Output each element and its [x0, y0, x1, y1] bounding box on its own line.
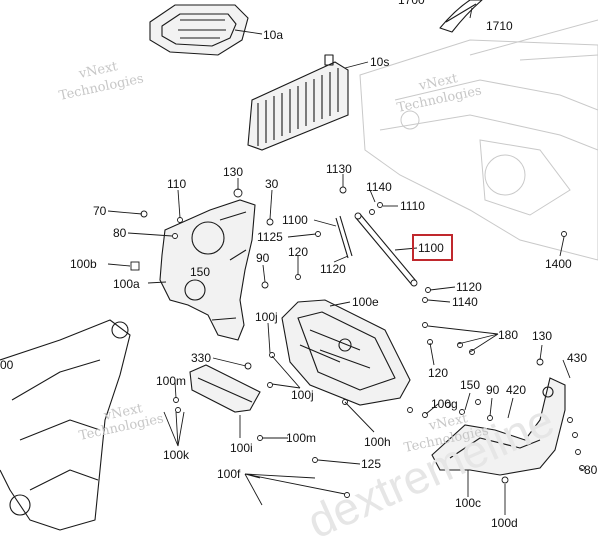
label-150-right: 150	[460, 378, 480, 392]
label-100m-lower: 100m	[286, 431, 316, 445]
label-1120-right: 1120	[456, 280, 482, 294]
part-1710	[439, 0, 483, 33]
label-10s: 10s	[370, 55, 389, 69]
label-1125: 1125	[257, 230, 283, 244]
label-430: 430	[567, 351, 587, 365]
part-100e	[281, 299, 411, 406]
highlight-box-1100	[412, 234, 453, 261]
label-100m: 100m	[156, 374, 186, 388]
part-1100-rod	[354, 212, 418, 287]
label-30: 30	[265, 177, 279, 191]
label-90-right: 90	[486, 383, 500, 397]
label-80: 80	[113, 226, 127, 240]
label-100h: 100h	[364, 435, 391, 449]
label-100g: 100g	[431, 397, 458, 411]
label-100k: 100k	[163, 448, 190, 462]
label-120: 120	[288, 245, 308, 259]
label-100b: 100b	[70, 257, 97, 271]
label-120-right: 120	[428, 366, 448, 380]
part-1100-small-rod	[335, 215, 353, 259]
label-100i: 100i	[230, 441, 253, 455]
part-100m	[189, 364, 261, 413]
watermarks: dextremeline vNext Technologies vNext Te…	[58, 59, 562, 542]
callout-labels: 1700 1710 10a 10s 130 1130 110 30 1140 7…	[0, 0, 598, 530]
label-1710: 1710	[486, 19, 513, 33]
part-10a	[149, 4, 249, 56]
label-420: 420	[506, 383, 526, 397]
label-1400: 1400	[545, 257, 572, 271]
label-130: 130	[223, 165, 243, 179]
radiator-fins	[257, 68, 339, 146]
part-100a	[159, 199, 256, 341]
label-100e: 100e	[352, 295, 379, 309]
label-70: 70	[93, 204, 107, 218]
label-1140-right: 1140	[452, 295, 478, 309]
label-125: 125	[361, 457, 381, 471]
part-100c	[431, 377, 566, 476]
label-80-right: 80	[584, 463, 598, 477]
label-100j-lower: 100j	[291, 388, 314, 402]
part-10s	[247, 54, 349, 151]
label-00: 00	[0, 358, 14, 372]
label-1110: 1110	[400, 199, 425, 213]
label-1130: 1130	[326, 162, 352, 176]
label-100d: 100d	[491, 516, 518, 530]
label-100f: 100f	[217, 467, 241, 481]
label-1100-highlighted: 1100	[418, 241, 444, 255]
label-100j: 100j	[255, 310, 278, 324]
label-10a: 10a	[263, 28, 283, 42]
label-1120: 1120	[320, 262, 346, 276]
label-1100-small: 1100	[282, 213, 308, 227]
label-100c: 100c	[455, 496, 481, 510]
label-1700: 1700	[398, 0, 425, 7]
label-110: 110	[167, 177, 186, 191]
part-front-frame	[0, 319, 131, 531]
faint-body-assembly	[359, 19, 598, 261]
label-330: 330	[191, 351, 211, 365]
label-150: 150	[190, 265, 210, 279]
fasteners	[130, 186, 585, 498]
label-130-right: 130	[532, 329, 552, 343]
label-1140: 1140	[366, 180, 392, 194]
label-90: 90	[256, 251, 270, 265]
leader-lines	[107, 7, 584, 515]
label-100a: 100a	[113, 277, 140, 291]
label-180: 180	[498, 328, 518, 342]
